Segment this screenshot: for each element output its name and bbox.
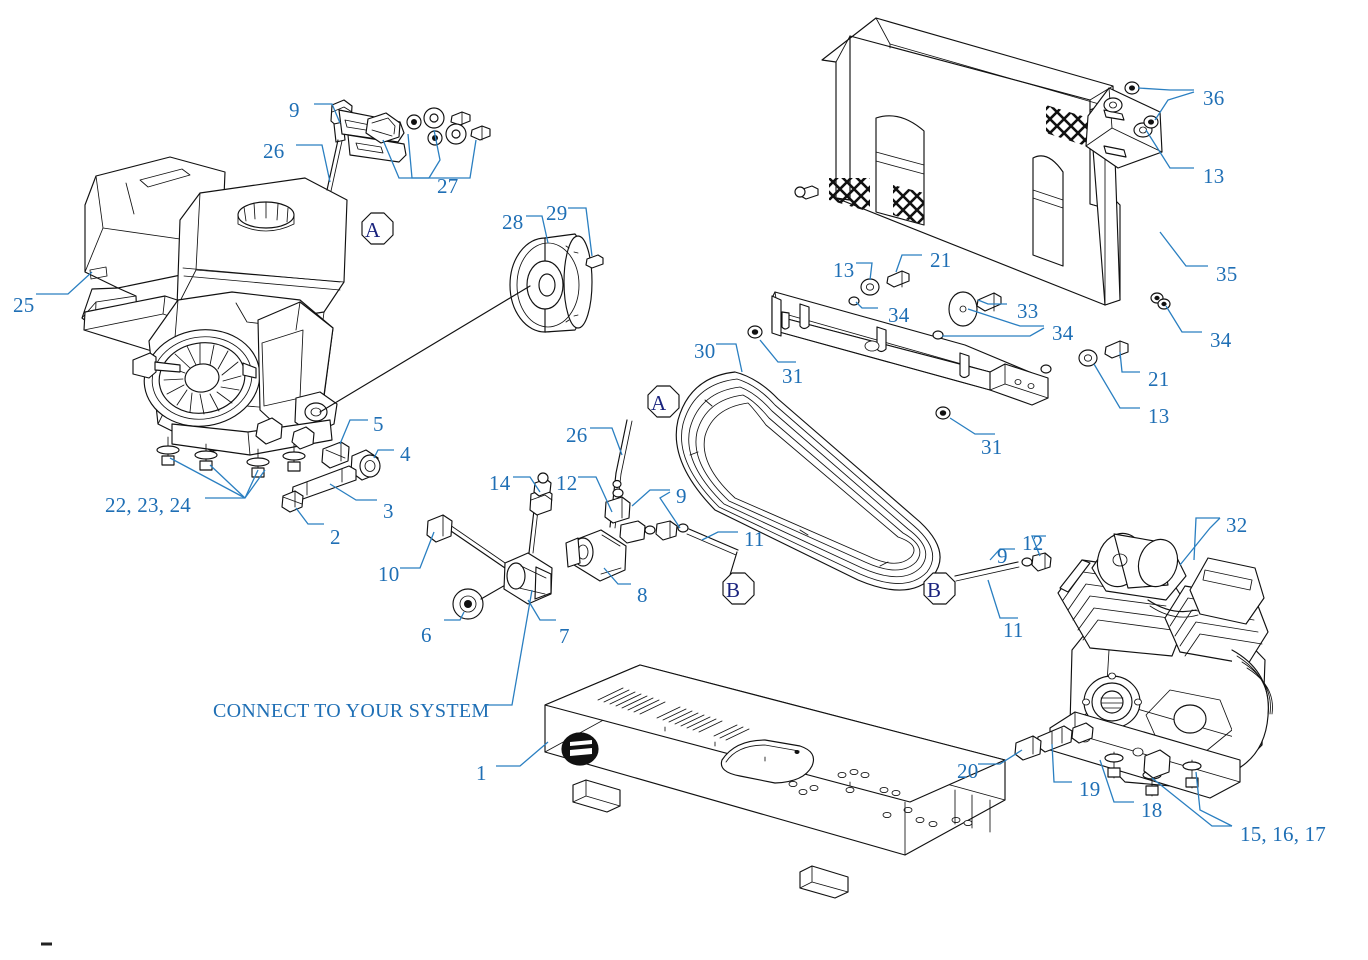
part-gas-engine	[81, 156, 348, 478]
reference-mark-b-right: B	[927, 578, 942, 602]
callout-31-nut-right: 31	[981, 435, 1003, 459]
callout-13-washer-guard: 13	[1203, 164, 1225, 188]
callout-21-bolt-brk-right: 21	[1148, 367, 1170, 391]
part-base-frame	[544, 664, 1006, 899]
callout-33-guard-spacer: 33	[1017, 299, 1039, 323]
callout-34-lockwasher-mid: 34	[1052, 321, 1074, 345]
callout-9-throttle-fitting: 9	[289, 98, 300, 122]
callout-34-lockwasher-guard: 34	[1210, 328, 1232, 352]
part-guard-mount-bracket	[747, 270, 1129, 420]
leader-lines	[36, 87, 1233, 827]
callout-32-compressor-pump: 32	[1226, 513, 1248, 537]
part-belt-guard	[794, 17, 1171, 310]
callout-7-tee-fitting: 7	[559, 624, 570, 648]
callout-14-relief-valve: 14	[489, 471, 511, 495]
reference-mark-b-left: B	[726, 578, 741, 602]
callout-13-washer-brk-left: 13	[833, 258, 855, 282]
callout-30-drive-belt: 30	[694, 339, 716, 363]
callout-25-gas-engine: 25	[13, 293, 35, 317]
part-plumbing-assembly	[281, 419, 1052, 620]
callout-3-nipple: 3	[383, 499, 394, 523]
callout-31-nut-left: 31	[782, 364, 804, 388]
callout-2-pipe-cap: 2	[330, 525, 341, 549]
callout-26-control-rod-top: 26	[263, 139, 285, 163]
callout-6-washer-seal: 6	[421, 623, 432, 647]
part-engine-pulley	[319, 233, 604, 413]
reference-mark-a-regulator: A	[651, 391, 667, 415]
callout-22-23-24-mount-hw: 22, 23, 24	[105, 493, 191, 517]
callout-4-street-elbow: 4	[400, 442, 411, 466]
callout-20-drain-fitting: 20	[957, 759, 979, 783]
callout-34-lockwasher-left: 34	[888, 303, 910, 327]
callout-19-drain-valve: 19	[1079, 777, 1101, 801]
callout-15-16-17-pump-hw: 15, 16, 17	[1240, 822, 1326, 846]
callout-9-fittings-center: 9	[676, 484, 687, 508]
callout-29-set-screw: 29	[546, 201, 568, 225]
callout-8-ball-valve: 8	[637, 583, 648, 607]
callout-18-pump-base-plate: 18	[1141, 798, 1163, 822]
reference-mark-shapes	[361, 212, 956, 605]
note-connect-to-system: CONNECT TO YOUR SYSTEM	[213, 700, 490, 722]
callout-21-bolt-brk-left: 21	[930, 248, 952, 272]
callout-9-fitting-pump: 9	[997, 544, 1008, 568]
callout-35-belt-guard: 35	[1216, 262, 1238, 286]
callout-13-washer-brk-right: 13	[1148, 404, 1170, 428]
callout-36-guard-fastener: 36	[1203, 86, 1225, 110]
callout-11-discharge-tube-l: 11	[744, 527, 765, 551]
callout-12-check-valve: 12	[556, 471, 578, 495]
part-compressor-pump	[1014, 532, 1273, 799]
part-drive-belt	[675, 371, 941, 591]
callout-26-control-rod-mid: 26	[566, 423, 588, 447]
callout-28-engine-pulley: 28	[502, 210, 524, 234]
callout-10-pipe-plug: 10	[378, 562, 400, 586]
callout-5-hex-nipple: 5	[373, 412, 384, 436]
reference-mark-a-engine: A	[365, 218, 381, 242]
callout-1-base-frame: 1	[476, 761, 487, 785]
callout-27-linkage-hardware: 27	[437, 174, 459, 198]
callout-12-check-valve-pump: 12	[1022, 531, 1044, 555]
callout-11-discharge-tube-r: 11	[1003, 618, 1024, 642]
